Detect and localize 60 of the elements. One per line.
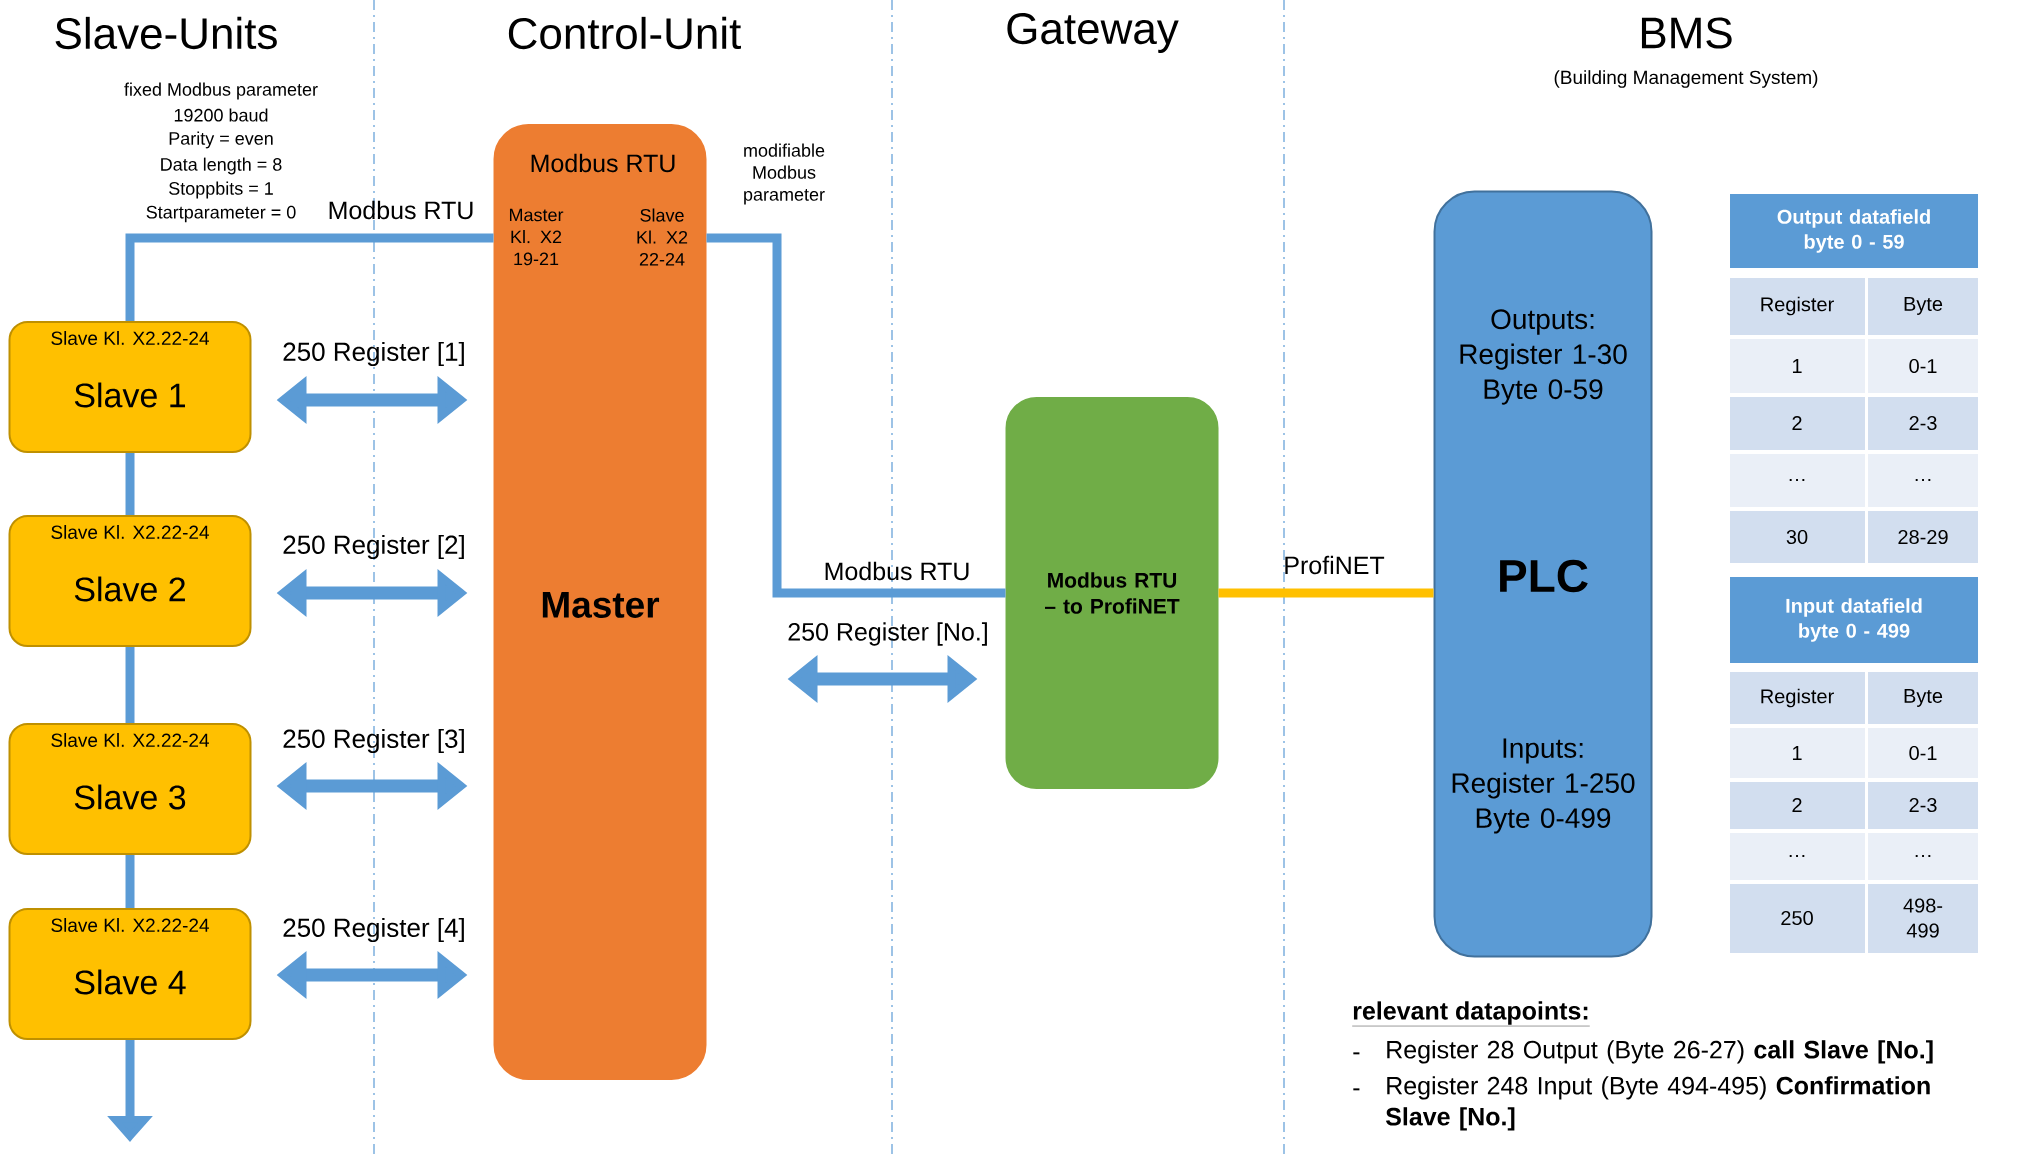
note-text: Register 248 Input (Byte 494-495) Confirmation Slave [No.] (1385, 1076, 1930, 1131)
table-cell: 2 (1730, 782, 1865, 829)
table-cell: 250 (1730, 884, 1865, 953)
table-cell: 2-3 (1868, 397, 1978, 450)
edge-label: 250 Register [1] (283, 341, 464, 367)
table-cell: 30 (1730, 511, 1865, 563)
connector-line (706, 233, 1006, 598)
table-cell: 0-1 (1868, 728, 1978, 778)
connector-line (1218, 588, 1434, 598)
parameter-text: modifiable Modbus parameter (744, 143, 825, 205)
table-cell: 0-1 (1868, 339, 1978, 393)
column-heading: Slave-Units (55, 16, 277, 50)
gateway-box: Modbus RTU – to ProfiNET (1005, 397, 1219, 789)
column-heading: Control-Unit (508, 16, 741, 50)
parameter-text: Parity = even (169, 131, 273, 149)
control-unit-box: Modbus RTU Master Kl. X2 19-21 Slave Kl. X2 22-24 Master (493, 124, 707, 1080)
connector-line (125, 233, 494, 321)
parameter-text: 19200 baud (174, 108, 268, 122)
note-text: Register 28 Output (Byte 26-27) call Slave [No.] (1387, 1040, 1933, 1064)
column-heading: BMS (1641, 17, 1732, 49)
plc-box: Outputs: Register 1-30 Byte 0-59 PLC Inputs: Register 1-250 Byte 0-499 (1433, 190, 1653, 958)
notes-heading: relevant datapoints: (1352, 1001, 1590, 1027)
edge-label: 250 Register [2] (283, 534, 464, 560)
slave-box: Slave Kl. X2.22-24 Slave 2 (8, 515, 252, 647)
table-cell: 2-3 (1868, 782, 1978, 829)
edge-label: 250 Register [4] (283, 917, 464, 943)
table-cell: 28-29 (1868, 511, 1978, 563)
table-cell: … (1868, 454, 1978, 507)
table-cell: … (1868, 833, 1978, 880)
bullet: - (1353, 1052, 1360, 1055)
table-cell: … (1730, 833, 1865, 880)
parameter-text: Data length = 8 (161, 157, 282, 175)
table-cell: 498-499 (1868, 884, 1978, 953)
parameter-text: Stoppbits = 1 (169, 181, 273, 199)
table-cell: Byte (1868, 672, 1978, 724)
connector-line (125, 453, 135, 515)
parameter-text: fixed Modbus parameter (124, 82, 318, 100)
table-cell: Register (1730, 672, 1865, 724)
table-cell: 1 (1730, 339, 1865, 393)
table-header: Output datafield byte 0 - 59 (1730, 194, 1978, 268)
edge-label: 250 Register [No.] (788, 622, 987, 646)
table-cell: … (1730, 454, 1865, 507)
table-cell: Register (1730, 278, 1865, 335)
edge-label: Modbus RTU (825, 561, 969, 581)
table-cell: 1 (1730, 728, 1865, 778)
column-heading: Gateway (1007, 13, 1179, 53)
edge-label: Modbus RTU (329, 200, 473, 220)
connector-line (125, 647, 135, 723)
parameter-text: Startparameter = 0 (146, 205, 296, 223)
bullet: - (1353, 1088, 1360, 1091)
slave-box: Slave Kl. X2.22-24 Slave 4 (8, 908, 252, 1040)
table-cell: Byte (1868, 278, 1978, 335)
table-header: Input datafield byte 0 - 499 (1730, 577, 1978, 663)
table-cell: 2 (1730, 397, 1865, 450)
slave-box: Slave Kl. X2.22-24 Slave 3 (8, 723, 252, 855)
subtitle: (Building Management System) (1554, 70, 1818, 88)
connector-line (125, 855, 135, 908)
edge-label: 250 Register [3] (283, 728, 464, 754)
slave-box: Slave Kl. X2.22-24 Slave 1 (8, 321, 252, 453)
edge-label: ProfiNET (1285, 555, 1385, 575)
